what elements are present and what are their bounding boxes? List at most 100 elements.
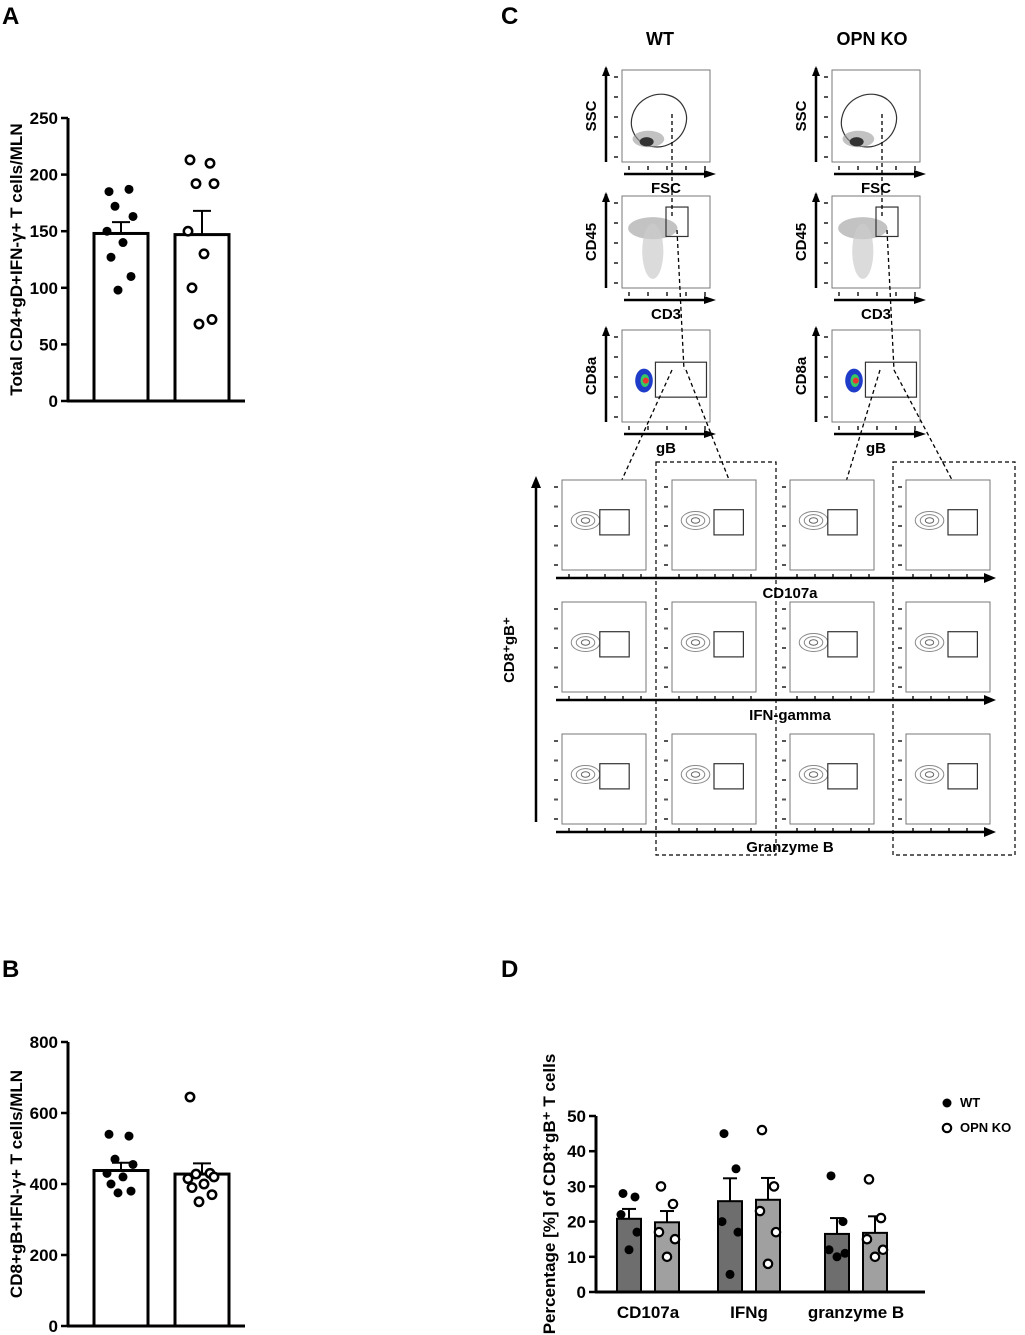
tick-mark: [895, 166, 897, 170]
flow-plot: [898, 601, 991, 700]
data-point: [198, 1178, 210, 1190]
x-tick-label: CD107a: [617, 1303, 680, 1322]
gate-y-label: CD45: [583, 223, 600, 261]
tick-mark: [782, 666, 786, 669]
tick-mark: [664, 818, 668, 820]
tick-mark: [912, 574, 914, 578]
gate-rect: [599, 509, 630, 536]
data-point: [184, 154, 196, 166]
arrowhead: [602, 192, 610, 202]
data-point: [624, 1245, 634, 1255]
tick-mark: [782, 759, 786, 762]
tick-mark: [824, 156, 828, 158]
cell-core: [849, 137, 864, 147]
gate-rect: [654, 361, 708, 398]
ko-group-box: [892, 461, 1016, 856]
cell-core-red: [642, 377, 649, 384]
tick-mark: [750, 696, 752, 700]
tick-mark: [898, 798, 902, 801]
tick-mark: [732, 828, 734, 832]
tick-mark: [614, 416, 618, 418]
tick-mark: [554, 525, 558, 527]
gate-rect: [875, 206, 899, 238]
gating-arrow: [893, 369, 961, 496]
data-point: [118, 1172, 128, 1182]
tick-mark: [714, 696, 716, 700]
tick-mark: [914, 166, 916, 170]
data-point: [193, 1196, 205, 1208]
data-point: [861, 1233, 873, 1245]
tick-mark: [824, 242, 828, 244]
data-point: [184, 1091, 196, 1103]
contour: [690, 639, 701, 646]
plot-frame: [789, 479, 875, 571]
ko-group-box: [655, 461, 777, 856]
data-point: [717, 1217, 727, 1227]
gate-rect: [827, 509, 858, 536]
tick-mark: [647, 426, 649, 430]
arrowhead: [812, 66, 820, 76]
tick-mark: [685, 426, 687, 430]
tick-mark: [898, 666, 902, 669]
arrowhead: [704, 296, 716, 304]
column-header: OPN KO: [836, 29, 907, 49]
tick-mark: [832, 696, 834, 700]
tick-mark: [704, 292, 706, 296]
tick-mark: [876, 426, 878, 430]
gating-arrow: [685, 369, 736, 496]
tick-mark: [666, 292, 668, 296]
tick-mark: [876, 166, 878, 170]
tick-mark: [554, 564, 558, 566]
tick-mark: [554, 627, 558, 630]
tick-mark: [868, 696, 870, 700]
gate-rect: [947, 631, 978, 658]
tick-mark: [664, 564, 668, 566]
data-point: [128, 211, 138, 221]
data-point: [186, 282, 198, 294]
tick-mark: [782, 544, 786, 547]
cell-core: [639, 137, 654, 147]
tick-mark: [898, 686, 902, 688]
tick-mark: [832, 574, 834, 578]
data-point: [124, 184, 134, 194]
tick-mark: [838, 292, 840, 296]
contour: [808, 771, 819, 778]
tick-mark: [930, 828, 932, 832]
contour: [919, 514, 940, 527]
data-point: [770, 1226, 782, 1238]
tick-mark: [554, 505, 558, 508]
y-tick-label: 50: [567, 1107, 586, 1126]
data-point: [102, 1168, 112, 1178]
contour: [690, 771, 701, 778]
tick-mark: [824, 136, 828, 138]
tick-mark: [664, 505, 668, 508]
tick-mark: [614, 282, 618, 284]
tick-mark: [898, 818, 902, 820]
grid-y-label: CD8⁺gB⁺: [501, 617, 518, 683]
tick-mark: [696, 696, 698, 700]
data-point: [669, 1233, 681, 1245]
tick-mark: [664, 525, 668, 527]
gate-y-label: CD8a: [583, 356, 600, 395]
data-point: [618, 1188, 628, 1198]
arrowhead: [812, 192, 820, 202]
row-x-label: CD107a: [762, 585, 818, 602]
tick-mark: [898, 564, 902, 566]
contour: [914, 511, 945, 530]
data-point: [731, 1164, 741, 1174]
flow-plot: [554, 733, 647, 832]
tick-mark: [857, 166, 859, 170]
gate-rect: [713, 763, 744, 790]
tick-mark: [868, 828, 870, 832]
tick-mark: [824, 416, 828, 418]
tick-mark: [782, 486, 786, 488]
y-tick-label: 250: [30, 109, 58, 128]
data-point: [630, 1192, 640, 1202]
contour: [808, 639, 819, 646]
gate-x-label: CD3: [861, 306, 891, 323]
tick-mark: [838, 426, 840, 430]
tick-mark: [664, 647, 668, 649]
tick-mark: [930, 696, 932, 700]
tick-mark: [628, 426, 630, 430]
tick-mark: [824, 96, 828, 98]
